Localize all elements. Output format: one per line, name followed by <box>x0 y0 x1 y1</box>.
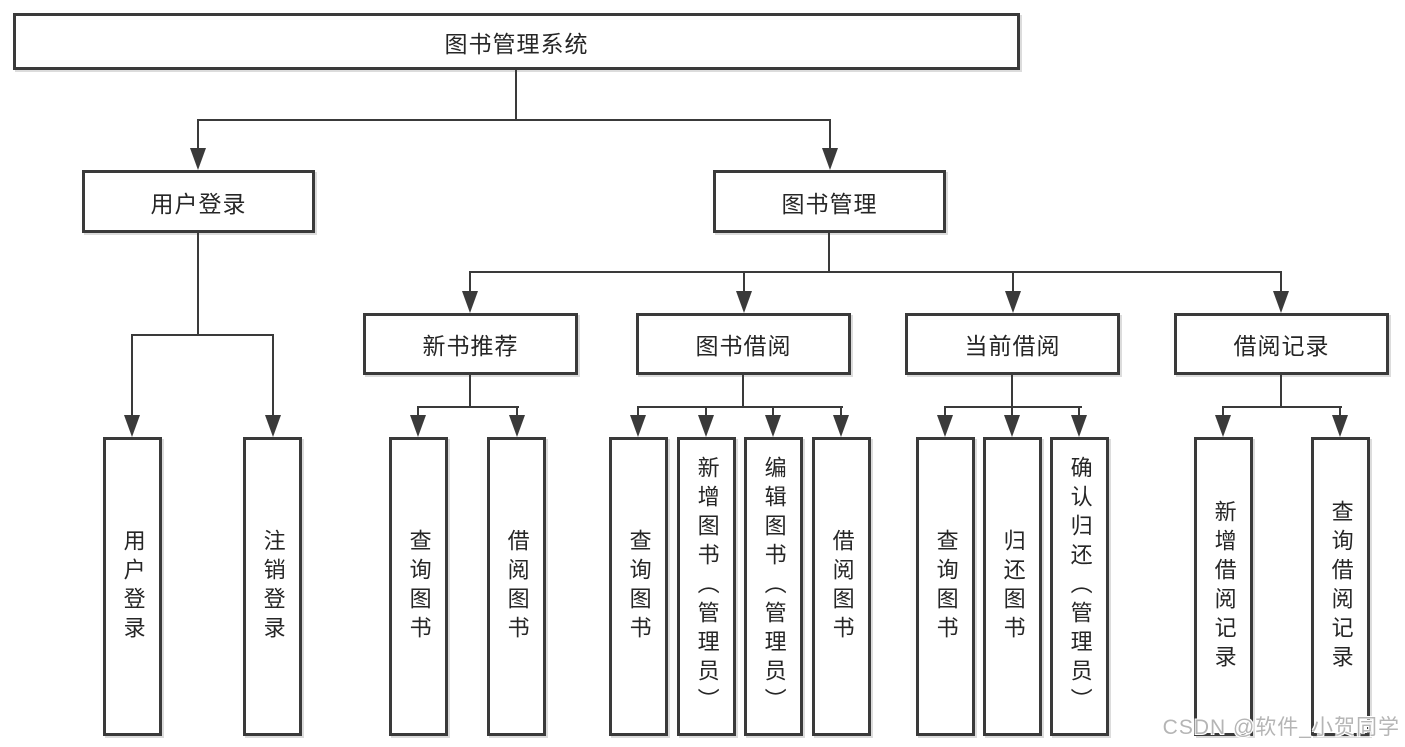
node-label: 用户登录 <box>120 528 146 645</box>
connector-group-stem <box>1280 375 1282 408</box>
arrow-down-icon <box>833 415 849 437</box>
connector-leaf-stem <box>944 407 946 417</box>
connector-user-login-stem <box>197 120 199 150</box>
node-label: 新书推荐 <box>422 333 519 359</box>
node-new-book-recommendation: 新书推荐 <box>363 313 578 375</box>
node-label: 借阅记录 <box>1233 333 1330 359</box>
leaf-user-login: 用户登录 <box>103 437 162 736</box>
csdn-watermark: CSDN @软件_小贺同学 <box>1162 716 1400 739</box>
connector-root-stem <box>515 70 517 120</box>
connector-group-hsplit <box>1222 406 1342 408</box>
connector-group-stem <box>469 375 471 408</box>
connector-group-stem <box>742 375 744 408</box>
node-label: 借阅图书 <box>504 528 530 645</box>
connector-leaf-stem <box>417 407 419 417</box>
connector-user-login-hsplit <box>131 334 274 336</box>
node-label: 注销登录 <box>260 528 286 645</box>
leaf-confirm-return-admin: 确认归还（管理员） <box>1050 437 1109 736</box>
arrow-down-icon <box>736 291 752 313</box>
node-user-login: 用户登录 <box>82 170 315 233</box>
connector-l3-stem <box>1280 272 1282 292</box>
arrow-down-icon <box>765 415 781 437</box>
connector-leaf-stem <box>840 407 842 417</box>
arrow-down-icon <box>1004 415 1020 437</box>
connector-group-hsplit <box>417 406 519 408</box>
connector-leaf-stem <box>1222 407 1224 417</box>
arrow-down-icon <box>1273 291 1289 313</box>
arrow-down-icon <box>462 291 478 313</box>
node-label: 图书管理系统 <box>444 30 589 57</box>
node-label: 编辑图书（管理员） <box>761 456 787 717</box>
connector-group-stem <box>1011 375 1013 408</box>
node-label: 查询图书 <box>626 528 652 645</box>
connector-book-mgmt-hsplit <box>469 271 1282 273</box>
arrow-down-icon <box>698 415 714 437</box>
node-borrowing-records: 借阅记录 <box>1174 313 1389 375</box>
connector-user-login-down <box>197 233 199 335</box>
leaf-query-books-current: 查询图书 <box>916 437 975 736</box>
node-label: 归还图书 <box>1000 528 1026 645</box>
leaf-logout: 注销登录 <box>243 437 302 736</box>
arrow-down-icon <box>630 415 646 437</box>
node-current-borrowing: 当前借阅 <box>905 313 1120 375</box>
arrow-down-icon <box>1005 291 1021 313</box>
node-label: 图书管理 <box>781 190 878 217</box>
connector-l3-stem <box>469 272 471 292</box>
node-label: 用户登录 <box>150 190 247 217</box>
connector-group-hsplit <box>637 406 843 408</box>
arrow-down-icon <box>1071 415 1087 437</box>
arrow-down-icon <box>1332 415 1348 437</box>
node-label: 查询图书 <box>406 528 432 645</box>
node-label: 新增图书（管理员） <box>694 456 720 717</box>
arrow-down-icon <box>822 148 838 170</box>
node-label: 新增借阅记录 <box>1211 499 1237 674</box>
arrow-down-icon <box>410 415 426 437</box>
connector-leaf-stem <box>637 407 639 417</box>
leaf-edit-book-admin: 编辑图书（管理员） <box>744 437 803 736</box>
connector-leaf-stem <box>1078 407 1080 417</box>
node-book-borrowing: 图书借阅 <box>636 313 851 375</box>
connector-book-mgmt-stem <box>829 120 831 150</box>
leaf-query-books-borrowing: 查询图书 <box>609 437 668 736</box>
leaf-return-book: 归还图书 <box>983 437 1042 736</box>
connector-leaf-stem <box>131 335 133 416</box>
arrow-down-icon <box>509 415 525 437</box>
leaf-borrow-books-recommend: 借阅图书 <box>487 437 546 736</box>
connector-leaf-stem <box>272 335 274 416</box>
arrow-down-icon <box>1215 415 1231 437</box>
node-library-management-system: 图书管理系统 <box>13 13 1020 70</box>
connector-leaf-stem <box>705 407 707 417</box>
connector-group-hsplit <box>944 406 1082 408</box>
connector-leaf-stem <box>772 407 774 417</box>
node-label: 借阅图书 <box>829 528 855 645</box>
arrow-down-icon <box>190 148 206 170</box>
connector-l3-stem <box>1012 272 1014 292</box>
leaf-add-book-admin: 新增图书（管理员） <box>677 437 736 736</box>
node-label: 确认归还（管理员） <box>1067 456 1093 717</box>
connector-root-hsplit <box>197 119 831 121</box>
connector-leaf-stem <box>1339 407 1341 417</box>
leaf-borrow-books-borrowing: 借阅图书 <box>812 437 871 736</box>
leaf-query-borrow-record: 查询借阅记录 <box>1311 437 1370 736</box>
node-label: 查询图书 <box>933 528 959 645</box>
arrow-down-icon <box>265 415 281 437</box>
arrow-down-icon <box>937 415 953 437</box>
connector-leaf-stem <box>1011 407 1013 417</box>
connector-book-mgmt-down <box>828 233 830 272</box>
connector-l3-stem <box>743 272 745 292</box>
leaf-query-books-recommend: 查询图书 <box>389 437 448 736</box>
node-label: 图书借阅 <box>695 333 792 359</box>
connector-leaf-stem <box>516 407 518 417</box>
leaf-add-borrow-record: 新增借阅记录 <box>1194 437 1253 736</box>
node-book-management: 图书管理 <box>713 170 946 233</box>
node-label: 当前借阅 <box>964 333 1061 359</box>
arrow-down-icon <box>124 415 140 437</box>
node-label: 查询借阅记录 <box>1328 499 1354 674</box>
